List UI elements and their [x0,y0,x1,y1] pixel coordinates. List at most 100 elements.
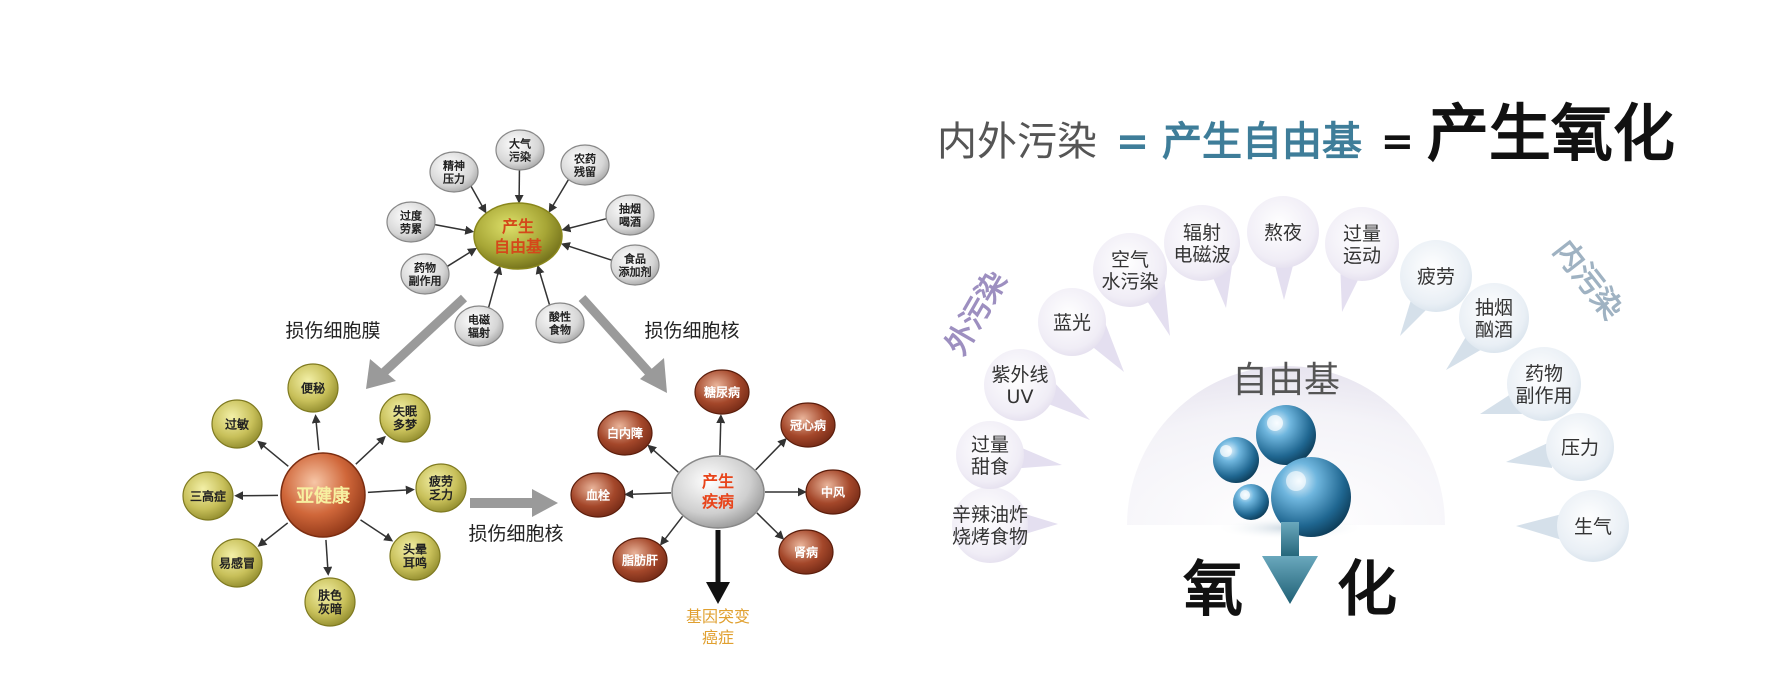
cause-bubble-line2: 副作用 [409,273,442,287]
cause-arrow [446,247,477,268]
cause-bubble-line2: 辐射 [468,325,490,339]
cause-bubble-line2: 残留 [574,164,596,178]
subhealth-center-label: 亚健康 [296,485,351,507]
subhealth-bubble-line1: 便秘 [301,380,325,395]
disease-bubble: 脂肪肝 [612,537,668,583]
subhealth-bubble-line2: 灰暗 [318,601,342,616]
cause-bubble-line1: 食品 [624,252,646,266]
disease-center-line2: 疾病 [702,492,734,511]
disease-bubble: 中风 [805,469,861,515]
subhealth-bubble-line1: 过敏 [225,416,250,431]
outer-pollution-bubble-line2: 甜食 [971,456,1009,478]
oxidation-diagram: 内外污染 = 产生自由基 = 产生氧化 自由基 氧 化 外 [937,97,1675,625]
outer-pollution-bubble-line2: 电磁波 [1173,244,1230,266]
headline: 内外污染 = 产生自由基 = 产生氧化 [937,97,1675,170]
cause-arrow [561,217,607,233]
inner-pollution-bubble-line1: 生气 [1574,516,1612,538]
cause-arrow [535,264,551,306]
subhealth-arrow [257,440,289,467]
disease-arrow [624,489,672,499]
free-radical-center: 产生 自由基 [473,202,563,270]
damage-arrow-middle [470,489,558,517]
outer-pollution-bubble: 熬夜 [1247,196,1319,300]
outer-pollution-bubble-line1: 空气 [1111,249,1149,271]
cause-bubble-line1: 药物 [414,261,436,275]
subhealth-bubble-line1: 失眠 [393,403,417,418]
free-radical-center-line1: 产生 [502,217,534,236]
headline-part3: 产生氧化 [1427,97,1675,170]
free-radical-damage-diagram: 大气污染农药残留抽烟喝酒食品添加剂酸性食物电磁辐射药物副作用过度劳累精神压力 产… [182,129,861,647]
disease-center: 产生 疾病 [671,455,765,529]
subhealth-bubble: 三高症 [182,471,234,521]
disease-bubble-line1: 肾病 [794,544,818,559]
inner-pollution-bubble: 压力 [1506,413,1614,481]
outer-pollution-bubble-line1: 过量 [1343,223,1381,245]
disease-arrow [755,438,787,471]
inner-pollution-bubble-line1: 疲劳 [1417,266,1455,288]
damage-arrow-membrane [366,294,468,389]
outer-pollution-label: 外污染 [939,266,1014,361]
inner-pollution-bubble-line1: 抽烟 [1475,297,1513,319]
outer-pollution-bubble-line1: 紫外线 [991,364,1048,386]
subhealth-arrow [257,522,289,547]
disease-bubble: 冠心病 [780,402,836,448]
disease-center-line1: 产生 [702,472,734,491]
cause-bubble-line2: 劳累 [400,221,422,235]
cancer-arrow [706,530,730,604]
subhealth-bubble-line1: 头晕 [403,541,427,556]
disease-arrow [756,512,785,540]
free-radical-center-line2: 自由基 [494,237,543,256]
subhealth-arrow [311,414,321,451]
headline-eq1: = [1116,119,1150,165]
outer-pollution-bubble-line2: 烧烤食物 [952,526,1028,548]
disease-arrow [716,414,726,456]
cause-bubble-line1: 电磁 [468,313,490,327]
disease-bubble-line1: 脂肪肝 [621,552,658,567]
label-damage-membrane: 损伤细胞膜 [285,320,380,342]
headline-part1: 内外污染 [937,119,1097,165]
disease-arrow [647,444,679,473]
disease-bubble: 肾病 [778,529,834,575]
cause-arrow [470,185,487,214]
cause-bubble-line1: 酸性 [549,310,571,324]
subhealth-arrow [367,485,415,495]
cause-bubble-line1: 精神 [443,159,465,173]
oxidation-left-char: 氧 [1183,555,1243,625]
subhealth-bubble: 过敏 [211,399,263,449]
disease-bubble: 血栓 [570,472,626,518]
subhealth-bubble-line1: 疲劳 [429,473,453,488]
subhealth-bubble: 便秘 [287,363,339,413]
cause-arrow [434,223,475,235]
gene-mutation-label: 基因突变 [686,607,750,626]
inner-pollution-bubble-line1: 药物 [1525,363,1563,385]
inner-pollution-bubble: 疲劳 [1400,240,1472,336]
disease-bubble-line1: 冠心病 [790,417,826,432]
label-damage-nucleus-top: 损伤细胞核 [644,320,739,342]
disease-bubble-line1: 白内障 [607,425,643,440]
free-radical-label: 自由基 [1232,360,1340,401]
oxidation-right-char: 化 [1337,555,1397,625]
free-radical-molecule-icon [1213,405,1365,540]
cause-arrow [487,265,503,308]
disease-bubble-line1: 糖尿病 [704,384,740,399]
outer-pollution-bubble-line1: 过量 [971,434,1009,456]
subhealth-arrow [323,539,333,576]
cause-bubble-line1: 过度 [400,209,423,223]
inner-pollution-bubble: 生气 [1516,490,1629,562]
headline-eq2: = [1381,119,1415,165]
